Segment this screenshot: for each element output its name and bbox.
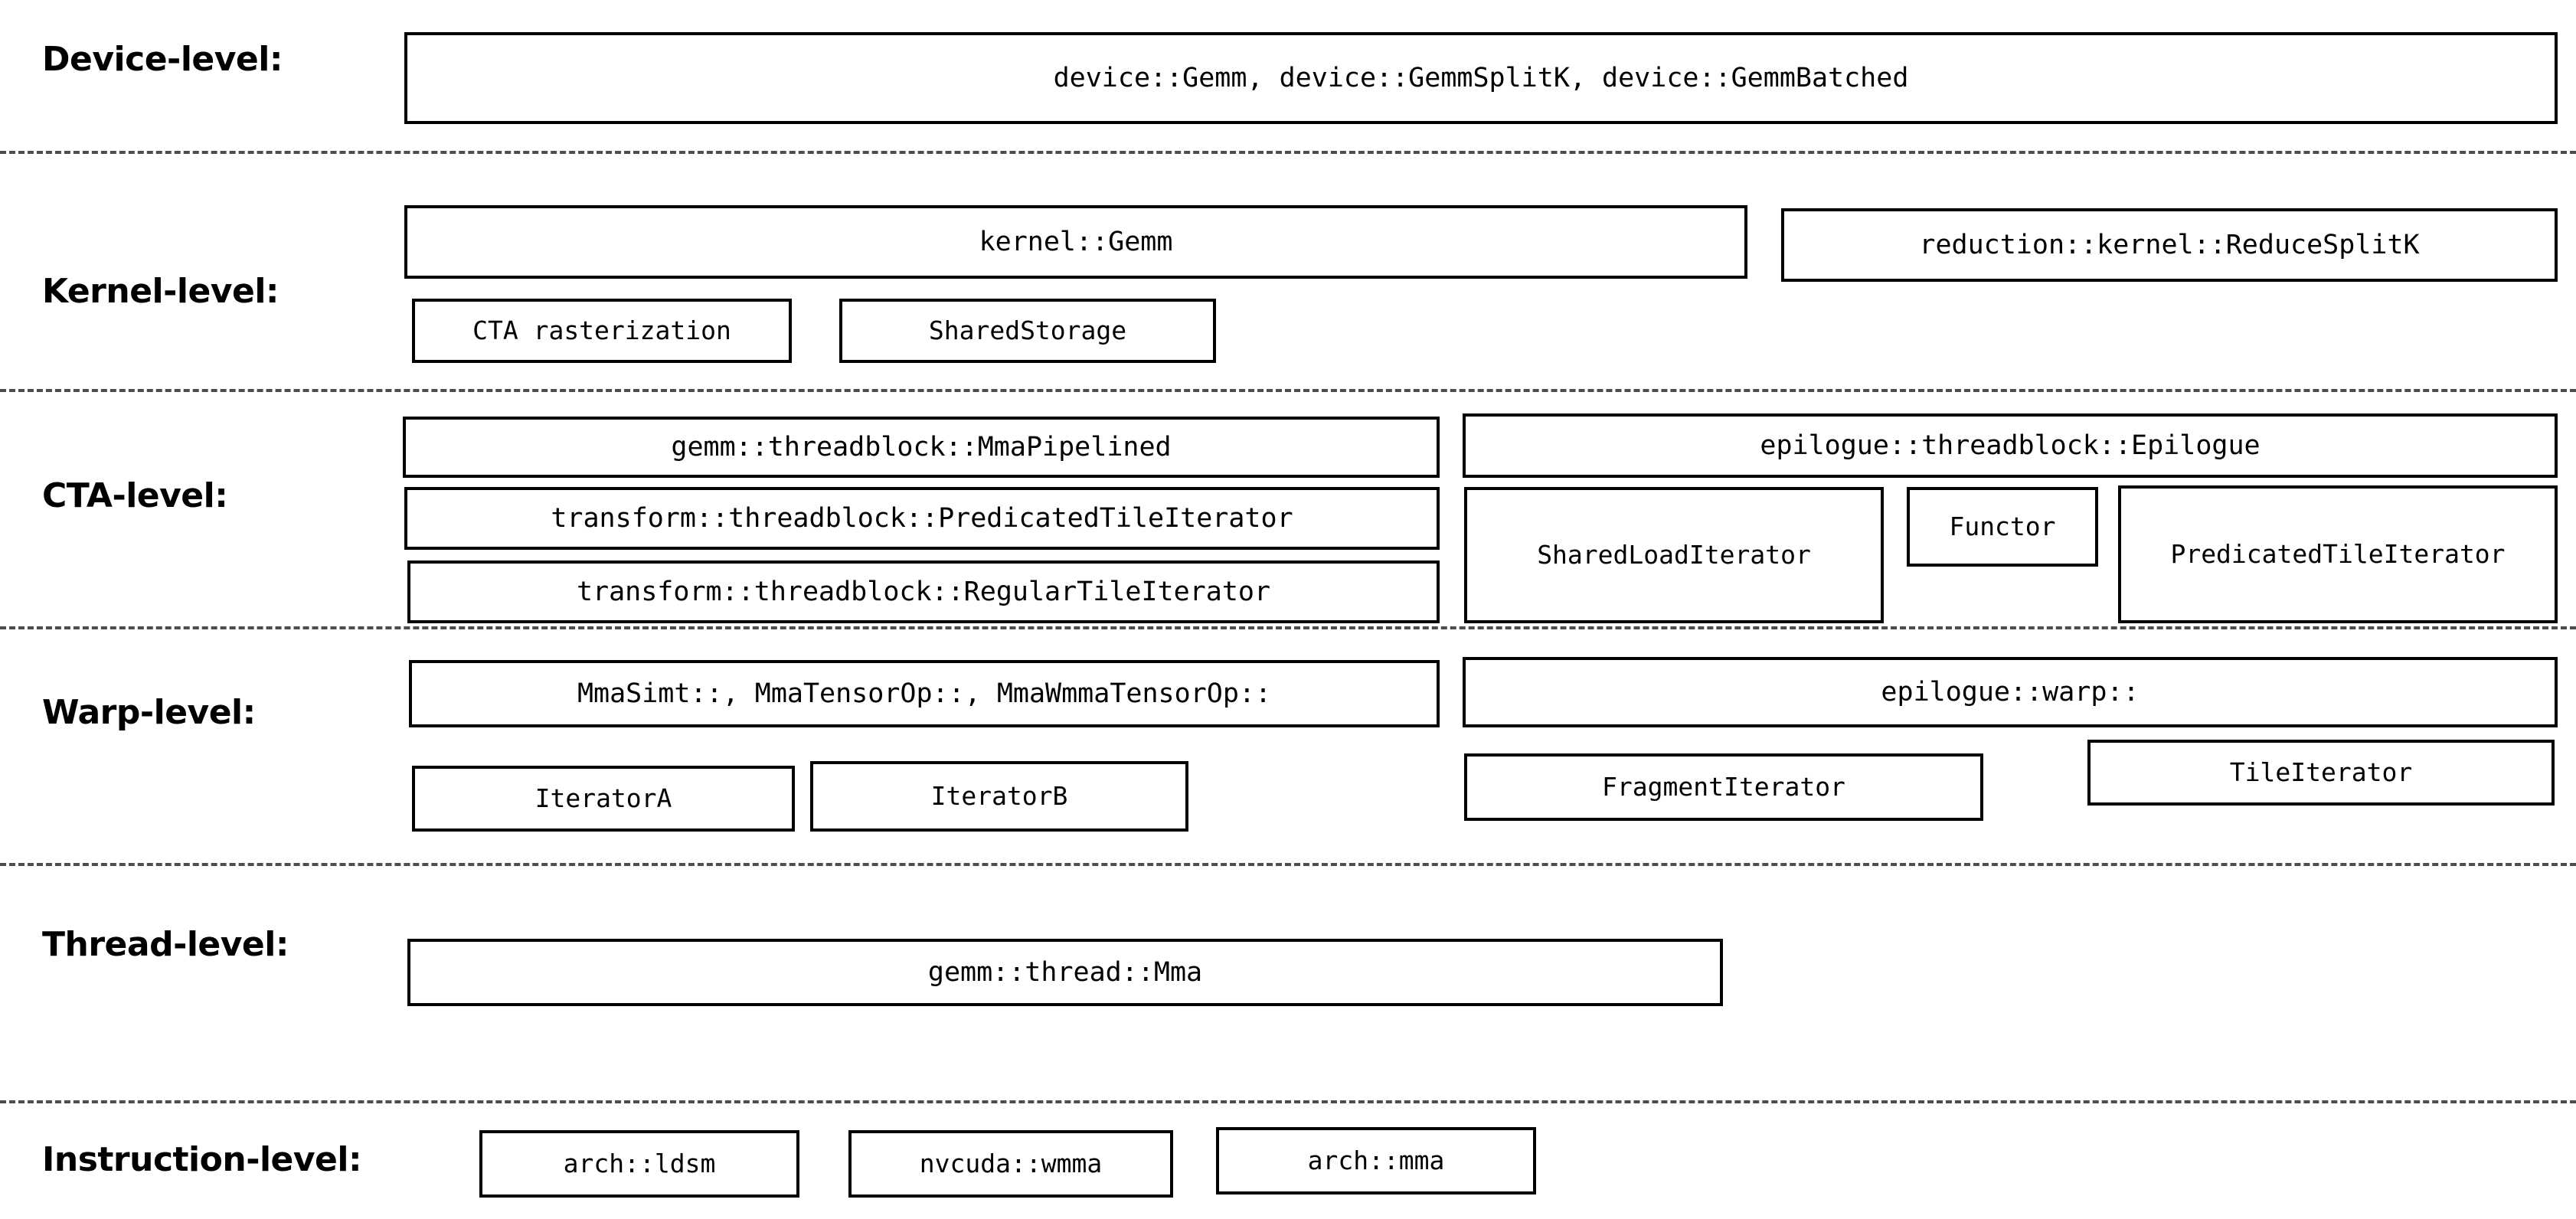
box-iteratorb[interactable]: IteratorB xyxy=(810,761,1188,832)
level-label-warp: Warp-level: xyxy=(42,693,256,732)
box-reduction-kernel-reducesplitk[interactable]: reduction::kernel::ReduceSplitK xyxy=(1781,208,2558,282)
box-transform-threadblock-predicatedtileiterator[interactable]: transform::threadblock::PredicatedTileIt… xyxy=(404,487,1440,550)
level-label-thread: Thread-level: xyxy=(42,925,289,964)
box-sharedloaditerator[interactable]: SharedLoadIterator xyxy=(1464,487,1884,623)
box-arch-mma[interactable]: arch::mma xyxy=(1216,1127,1536,1194)
box-iteratorb-text: IteratorB xyxy=(930,780,1068,811)
box-nvcuda-wmma-text: nvcuda::wmma xyxy=(919,1148,1103,1178)
box-fragmentiterator-text: FragmentIterator xyxy=(1602,771,1845,802)
box-iteratora-text: IteratorA xyxy=(534,783,672,813)
box-shared-storage-text: SharedStorage xyxy=(928,315,1127,345)
box-gemm-threadblock-mmapipelined[interactable]: gemm::threadblock::MmaPipelined xyxy=(403,417,1440,478)
box-cta-rasterization[interactable]: CTA rasterization xyxy=(412,299,792,363)
box-shared-storage[interactable]: SharedStorage xyxy=(839,299,1216,363)
box-nvcuda-wmma[interactable]: nvcuda::wmma xyxy=(848,1130,1173,1198)
box-tileiterator-text: TileIterator xyxy=(2229,757,2413,787)
box-mma-ops-text: MmaSimt::, MmaTensorOp::, MmaWmmaTensorO… xyxy=(577,678,1272,709)
box-epilogue-threadblock-epilogue-text: epilogue::threadblock::Epilogue xyxy=(1760,430,2261,461)
box-functor[interactable]: Functor xyxy=(1907,487,2098,567)
box-arch-ldsm[interactable]: arch::ldsm xyxy=(479,1130,799,1198)
box-transform-threadblock-predicatedtileiterator-text: transform::threadblock::PredicatedTileIt… xyxy=(551,502,1293,534)
box-gemm-thread-mma[interactable]: gemm::thread::Mma xyxy=(407,939,1723,1006)
box-transform-threadblock-regulartileiterator-text: transform::threadblock::RegularTileItera… xyxy=(576,576,1271,607)
box-gemm-thread-mma-text: gemm::thread::Mma xyxy=(927,956,1203,988)
level-label-device: Device-level: xyxy=(42,40,283,79)
level-label-cta: CTA-level: xyxy=(42,476,228,515)
box-epilogue-threadblock-epilogue[interactable]: epilogue::threadblock::Epilogue xyxy=(1463,413,2558,478)
divider-kernel-cta xyxy=(0,389,2576,392)
box-predicatedtileiterator[interactable]: PredicatedTileIterator xyxy=(2118,485,2558,623)
box-fragmentiterator[interactable]: FragmentIterator xyxy=(1464,753,1983,821)
level-label-kernel: Kernel-level: xyxy=(42,272,280,311)
box-kernel-gemm[interactable]: kernel::Gemm xyxy=(404,205,1747,279)
box-gemm-threadblock-mmapipelined-text: gemm::threadblock::MmaPipelined xyxy=(671,431,1172,462)
box-transform-threadblock-regulartileiterator[interactable]: transform::threadblock::RegularTileItera… xyxy=(407,560,1440,623)
level-label-instruction: Instruction-level: xyxy=(42,1140,362,1179)
box-functor-text: Functor xyxy=(1949,511,2056,541)
box-cta-rasterization-text: CTA rasterization xyxy=(472,315,731,345)
box-tileiterator[interactable]: TileIterator xyxy=(2087,740,2555,806)
box-epilogue-warp[interactable]: epilogue::warp:: xyxy=(1463,657,2558,727)
box-sharedloaditerator-text: SharedLoadIterator xyxy=(1537,539,1811,570)
box-reduction-kernel-reducesplitk-text: reduction::kernel::ReduceSplitK xyxy=(1919,229,2420,260)
divider-device-kernel xyxy=(0,151,2576,154)
box-iteratora[interactable]: IteratorA xyxy=(412,766,795,832)
divider-warp-thread xyxy=(0,863,2576,866)
box-predicatedtileiterator-text: PredicatedTileIterator xyxy=(2170,538,2506,569)
divider-cta-warp xyxy=(0,626,2576,629)
box-device-gemm[interactable]: device::Gemm, device::GemmSplitK, device… xyxy=(404,32,2558,124)
box-kernel-gemm-text: kernel::Gemm xyxy=(979,226,1173,257)
box-arch-mma-text: arch::mma xyxy=(1307,1145,1445,1175)
box-device-gemm-text: device::Gemm, device::GemmSplitK, device… xyxy=(1053,62,1909,93)
box-mma-ops[interactable]: MmaSimt::, MmaTensorOp::, MmaWmmaTensorO… xyxy=(409,660,1440,727)
divider-thread-instruction xyxy=(0,1100,2576,1103)
box-arch-ldsm-text: arch::ldsm xyxy=(563,1148,716,1178)
box-epilogue-warp-text: epilogue::warp:: xyxy=(1881,676,2140,708)
